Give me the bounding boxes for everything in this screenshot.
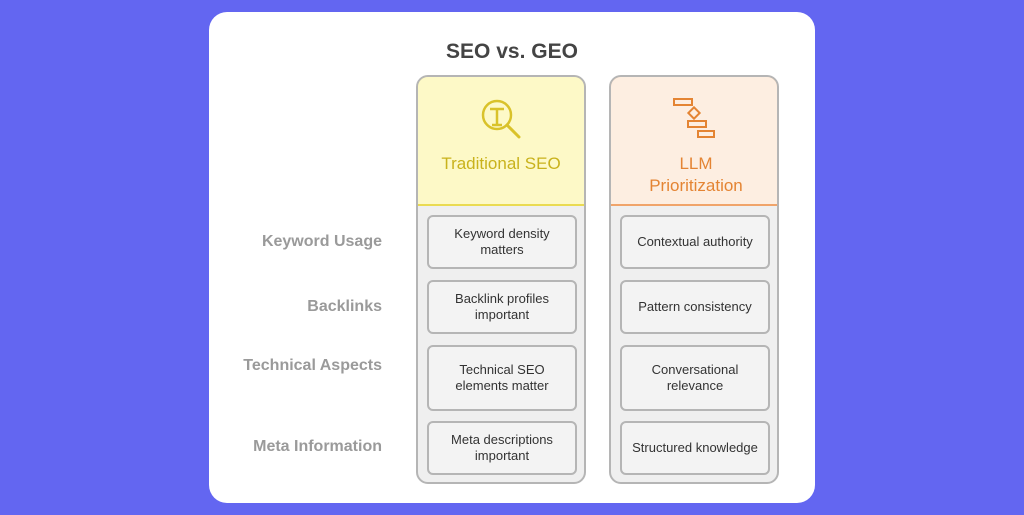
column-title-traditional-seo: Traditional SEO: [441, 154, 561, 173]
cell-seo-keyword: Keyword density matters: [427, 215, 577, 269]
column-header-llm-prioritization: LLM Prioritization: [611, 77, 777, 206]
row-label-backlinks: Backlinks: [307, 298, 382, 315]
column-traditional-seo: Traditional SEO Keyword density matters …: [416, 75, 586, 484]
column-header-traditional-seo: Traditional SEO: [418, 77, 584, 206]
row-label-keyword-usage: Keyword Usage: [261, 233, 382, 250]
cell-llm-backlinks: Pattern consistency: [620, 280, 770, 334]
cell-seo-technical: Technical SEO elements matter: [427, 345, 577, 411]
cell-seo-backlinks: Backlink profiles important: [427, 280, 577, 334]
gantt-blocks-icon: [670, 97, 718, 146]
cell-llm-technical: Conversational relevance: [620, 345, 770, 411]
row-label-meta-information: Meta Information: [253, 438, 382, 455]
column-llm-prioritization: LLM Prioritization Contextual authority …: [609, 75, 779, 484]
row-label-technical-aspects: Technical Aspects: [243, 357, 382, 374]
comparison-card: SEO vs. GEO Keyword Usage Backlinks Tech…: [209, 12, 815, 503]
cell-llm-keyword: Contextual authority: [620, 215, 770, 269]
cell-seo-meta: Meta descriptions important: [427, 421, 577, 475]
diagram-title: SEO vs. GEO: [446, 40, 578, 63]
column-title-llm-prioritization: LLM Prioritization: [649, 154, 743, 195]
cell-llm-meta: Structured knowledge: [620, 421, 770, 475]
magnifier-text-icon: [477, 95, 525, 148]
